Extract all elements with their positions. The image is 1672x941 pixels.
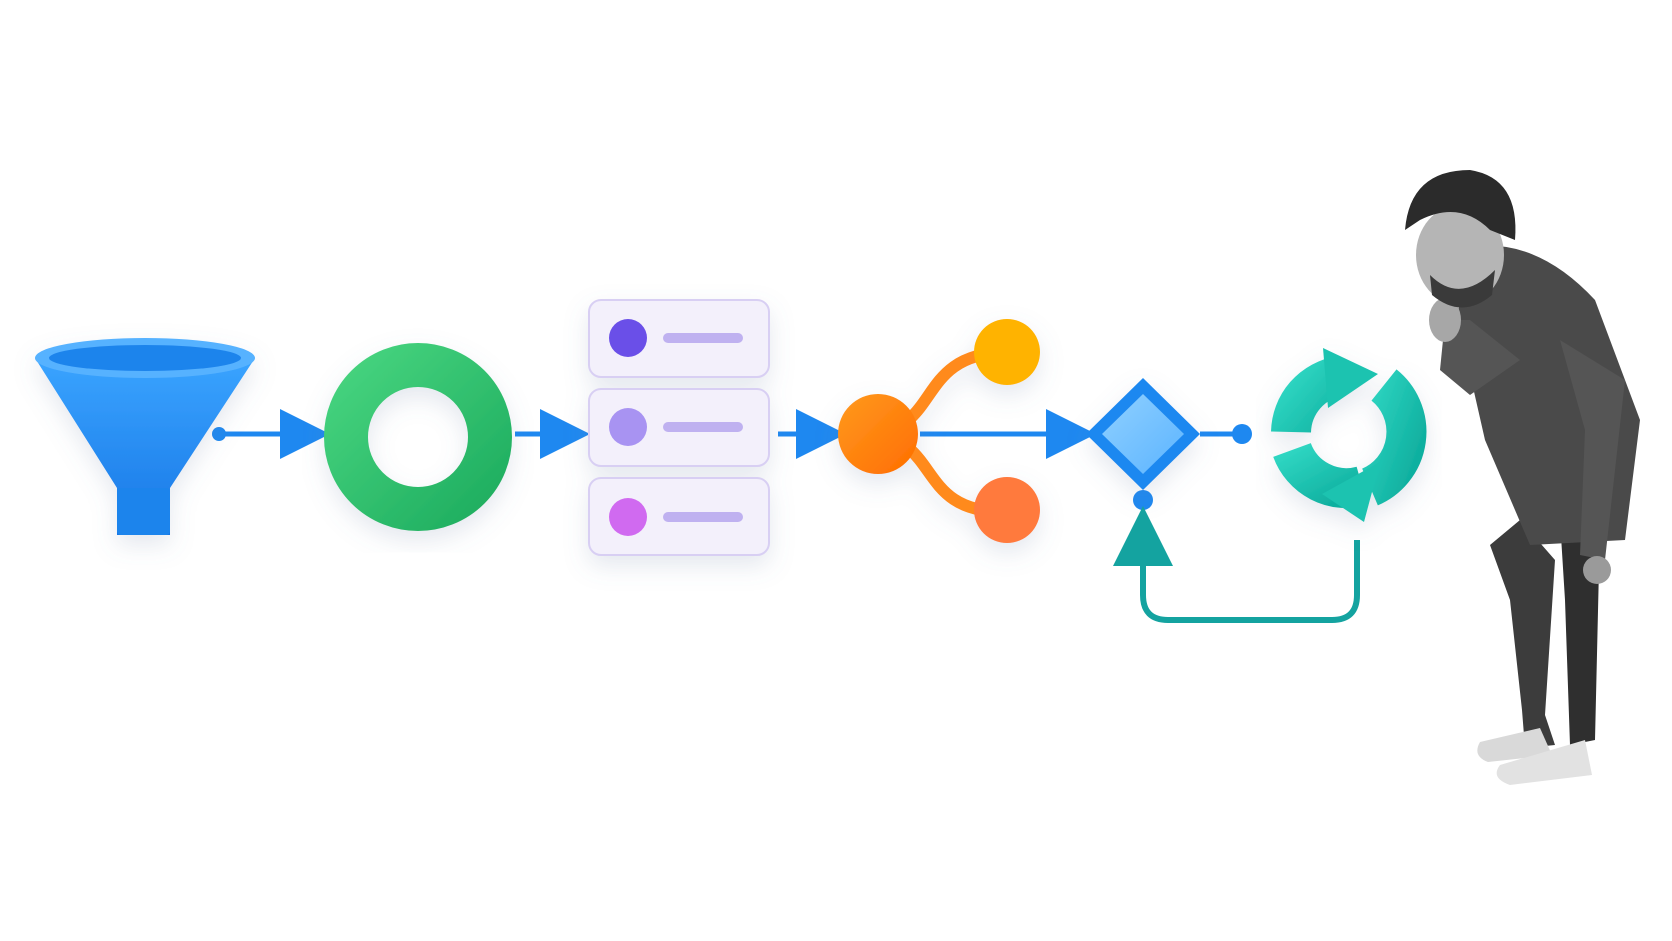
funnel-icon <box>35 338 255 535</box>
ring-icon <box>324 343 512 531</box>
branch-leaf-bottom <box>974 477 1040 543</box>
refresh-cycle-icon <box>1271 348 1427 522</box>
branch-icon <box>838 319 1040 543</box>
list-item <box>588 388 770 467</box>
list-item <box>588 299 770 378</box>
connector-dot <box>1133 490 1153 510</box>
connector-dot <box>1232 424 1252 444</box>
connectors <box>212 409 1360 623</box>
diamond-icon <box>1086 378 1200 490</box>
list-card-icon <box>588 299 770 556</box>
person-leaning-icon <box>1405 170 1640 785</box>
branch-leaf-top <box>974 319 1040 385</box>
list-item <box>588 477 770 556</box>
feedback-loop-arrow <box>1113 506 1360 623</box>
